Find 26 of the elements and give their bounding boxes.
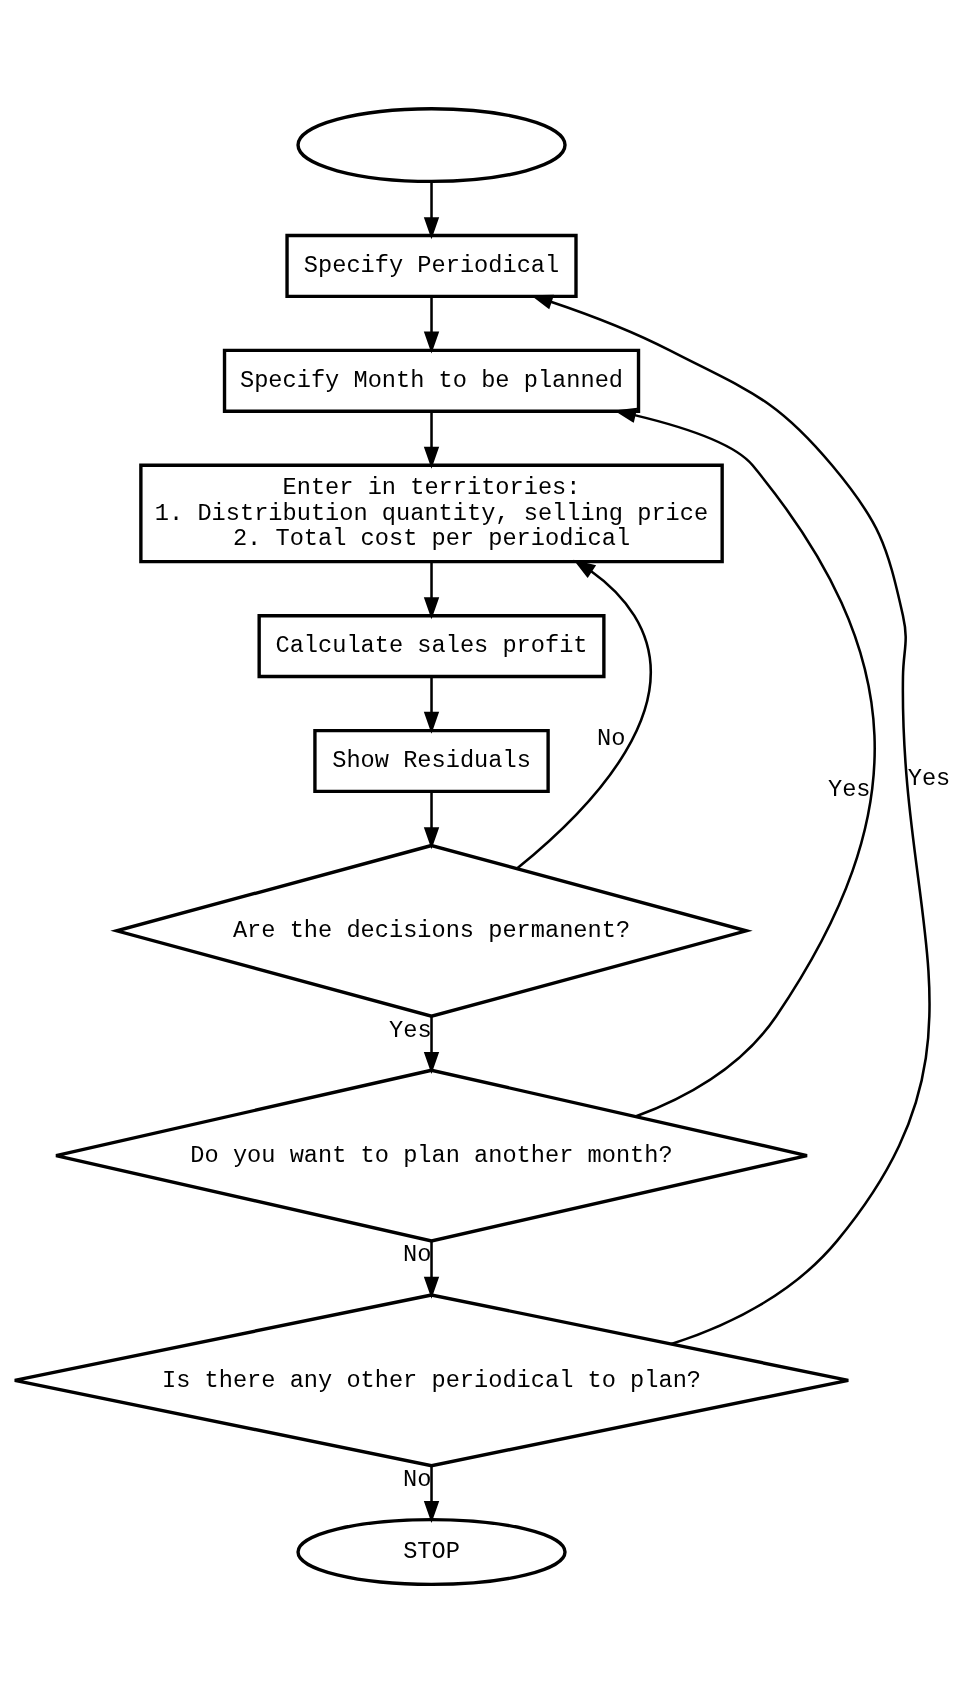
edge-label: Yes [827, 775, 871, 803]
node-box: Enter in territories: 1. Distribution quantity, selling price 2. Total cost per periodical [139, 463, 724, 563]
node-box: Show Residuals [313, 728, 550, 793]
arrow [423, 1015, 440, 1074]
arrow [423, 1240, 440, 1299]
arrow [423, 181, 440, 239]
node-box: Specify Month to be planned [222, 348, 641, 413]
node-ellipse: STOP [296, 1517, 567, 1586]
arrow [423, 411, 440, 469]
node-box: Calculate sales profit [257, 613, 606, 678]
arrow [423, 296, 440, 353]
arrow [423, 561, 440, 619]
arrow [423, 1465, 440, 1523]
edge-label: Yes [389, 1016, 432, 1044]
node-ellipse [296, 106, 567, 183]
node-diamond: Is there any other periodical to plan? [13, 1292, 850, 1467]
node-diamond: Do you want to plan another month? [54, 1068, 809, 1243]
arrow [423, 791, 440, 849]
edge-label: No [402, 1465, 432, 1493]
edge-label: No [597, 724, 626, 752]
edge-label: Yes [907, 764, 951, 792]
node-box: Specify Periodical [285, 233, 578, 298]
edge-label: No [402, 1240, 432, 1268]
arrow [516, 559, 652, 869]
arrow [423, 676, 440, 734]
node-diamond: Are the decisions permanent? [110, 843, 753, 1018]
